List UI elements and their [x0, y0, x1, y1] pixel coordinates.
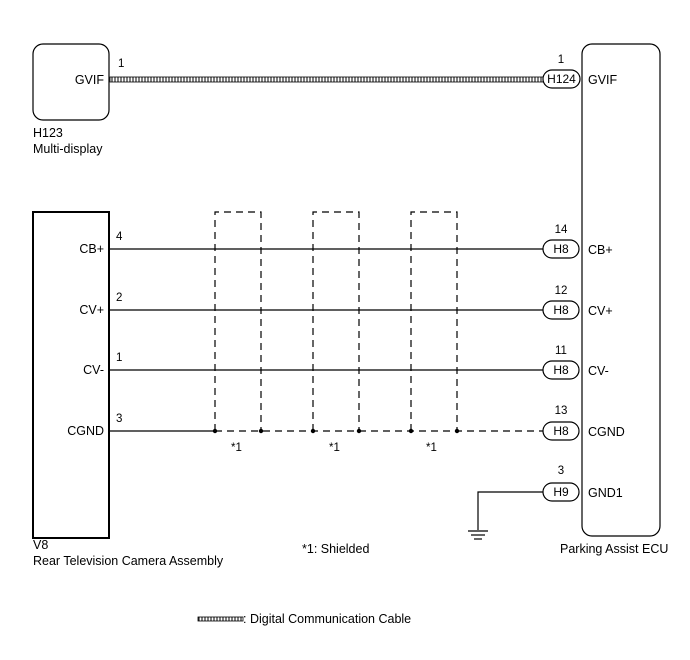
multi-display-name: Multi-display [33, 142, 103, 156]
connector-h8-cv-plus [542, 300, 580, 320]
ecu-terminal-gnd1: GND1 [588, 486, 623, 500]
ecu-pin-gvif: 1 [558, 54, 564, 66]
camera-pin-cgnd: 3 [116, 413, 122, 425]
ecu-pin-cgnd: 13 [555, 405, 568, 417]
multi-display-pin: 1 [118, 58, 124, 70]
shield-box-2 [312, 211, 360, 431]
digital-cable-legend-icon [197, 616, 244, 622]
shield-junction-3a [408, 428, 414, 434]
shield-mark-3: *1 [426, 442, 437, 454]
ecu-terminal-cb-plus: CB+ [588, 243, 613, 257]
camera-box [32, 211, 110, 539]
ecu-terminal-cv-minus: CV- [588, 364, 609, 378]
shield-box-1 [214, 211, 262, 431]
connector-h8-cb-plus [542, 239, 580, 259]
shield-junction-2b [356, 428, 362, 434]
shield-junction-1b [258, 428, 264, 434]
ground-icon [468, 530, 488, 540]
connector-h8-cb-plus-label: H8 [553, 242, 569, 256]
camera-pin-cv-minus: 1 [116, 352, 122, 364]
shield-mark-1: *1 [231, 442, 242, 454]
shield-box-3 [410, 211, 458, 431]
ecu-pin-cb-plus: 14 [555, 224, 568, 236]
ecu-box [581, 43, 661, 537]
connector-h124-label: H124 [547, 72, 576, 86]
connector-h9-label: H9 [553, 485, 569, 499]
camera-name: Rear Television Camera Assembly [33, 554, 224, 568]
shield-junction-2a [310, 428, 316, 434]
ecu-terminal-gvif: GVIF [588, 73, 618, 87]
ecu-name: Parking Assist ECU [560, 542, 668, 556]
camera-terminal-cb-plus: CB+ [79, 242, 104, 256]
camera-terminal-cgnd: CGND [67, 424, 104, 438]
ecu-terminal-cv-plus: CV+ [588, 304, 613, 318]
ecu-pin-cv-plus: 12 [555, 285, 568, 297]
ecu-pin-gnd1: 3 [558, 465, 564, 477]
connector-h124 [542, 69, 581, 89]
connector-h8-cv-minus-label: H8 [553, 363, 569, 377]
multi-display-code: H123 [33, 126, 63, 140]
shielded-note: *1: Shielded [302, 542, 369, 556]
camera-pin-cb-plus: 4 [116, 231, 123, 243]
connector-h9 [542, 482, 580, 502]
connector-h8-cgnd [542, 421, 580, 441]
camera-terminal-cv-minus: CV- [83, 363, 104, 377]
ecu-pin-cv-minus: 11 [555, 345, 567, 357]
ecu-terminal-cgnd: CGND [588, 425, 625, 439]
camera-pin-cv-plus: 2 [116, 292, 122, 304]
connector-h8-cv-minus [542, 360, 580, 380]
digital-cable-legend-label: : Digital Communication Cable [243, 612, 411, 626]
multi-display-box [32, 43, 110, 121]
camera-code: V8 [33, 538, 48, 552]
connector-h8-cgnd-label: H8 [553, 424, 569, 438]
shield-mark-2: *1 [329, 442, 340, 454]
multi-display-terminal-gvif: GVIF [75, 73, 105, 87]
wire-gnd1 [477, 491, 543, 530]
shield-junction-3b [454, 428, 460, 434]
connector-h8-cv-plus-label: H8 [553, 303, 569, 317]
camera-terminal-cv-plus: CV+ [79, 303, 104, 317]
shield-junction-1a [212, 428, 218, 434]
digital-communication-cable [109, 76, 544, 83]
